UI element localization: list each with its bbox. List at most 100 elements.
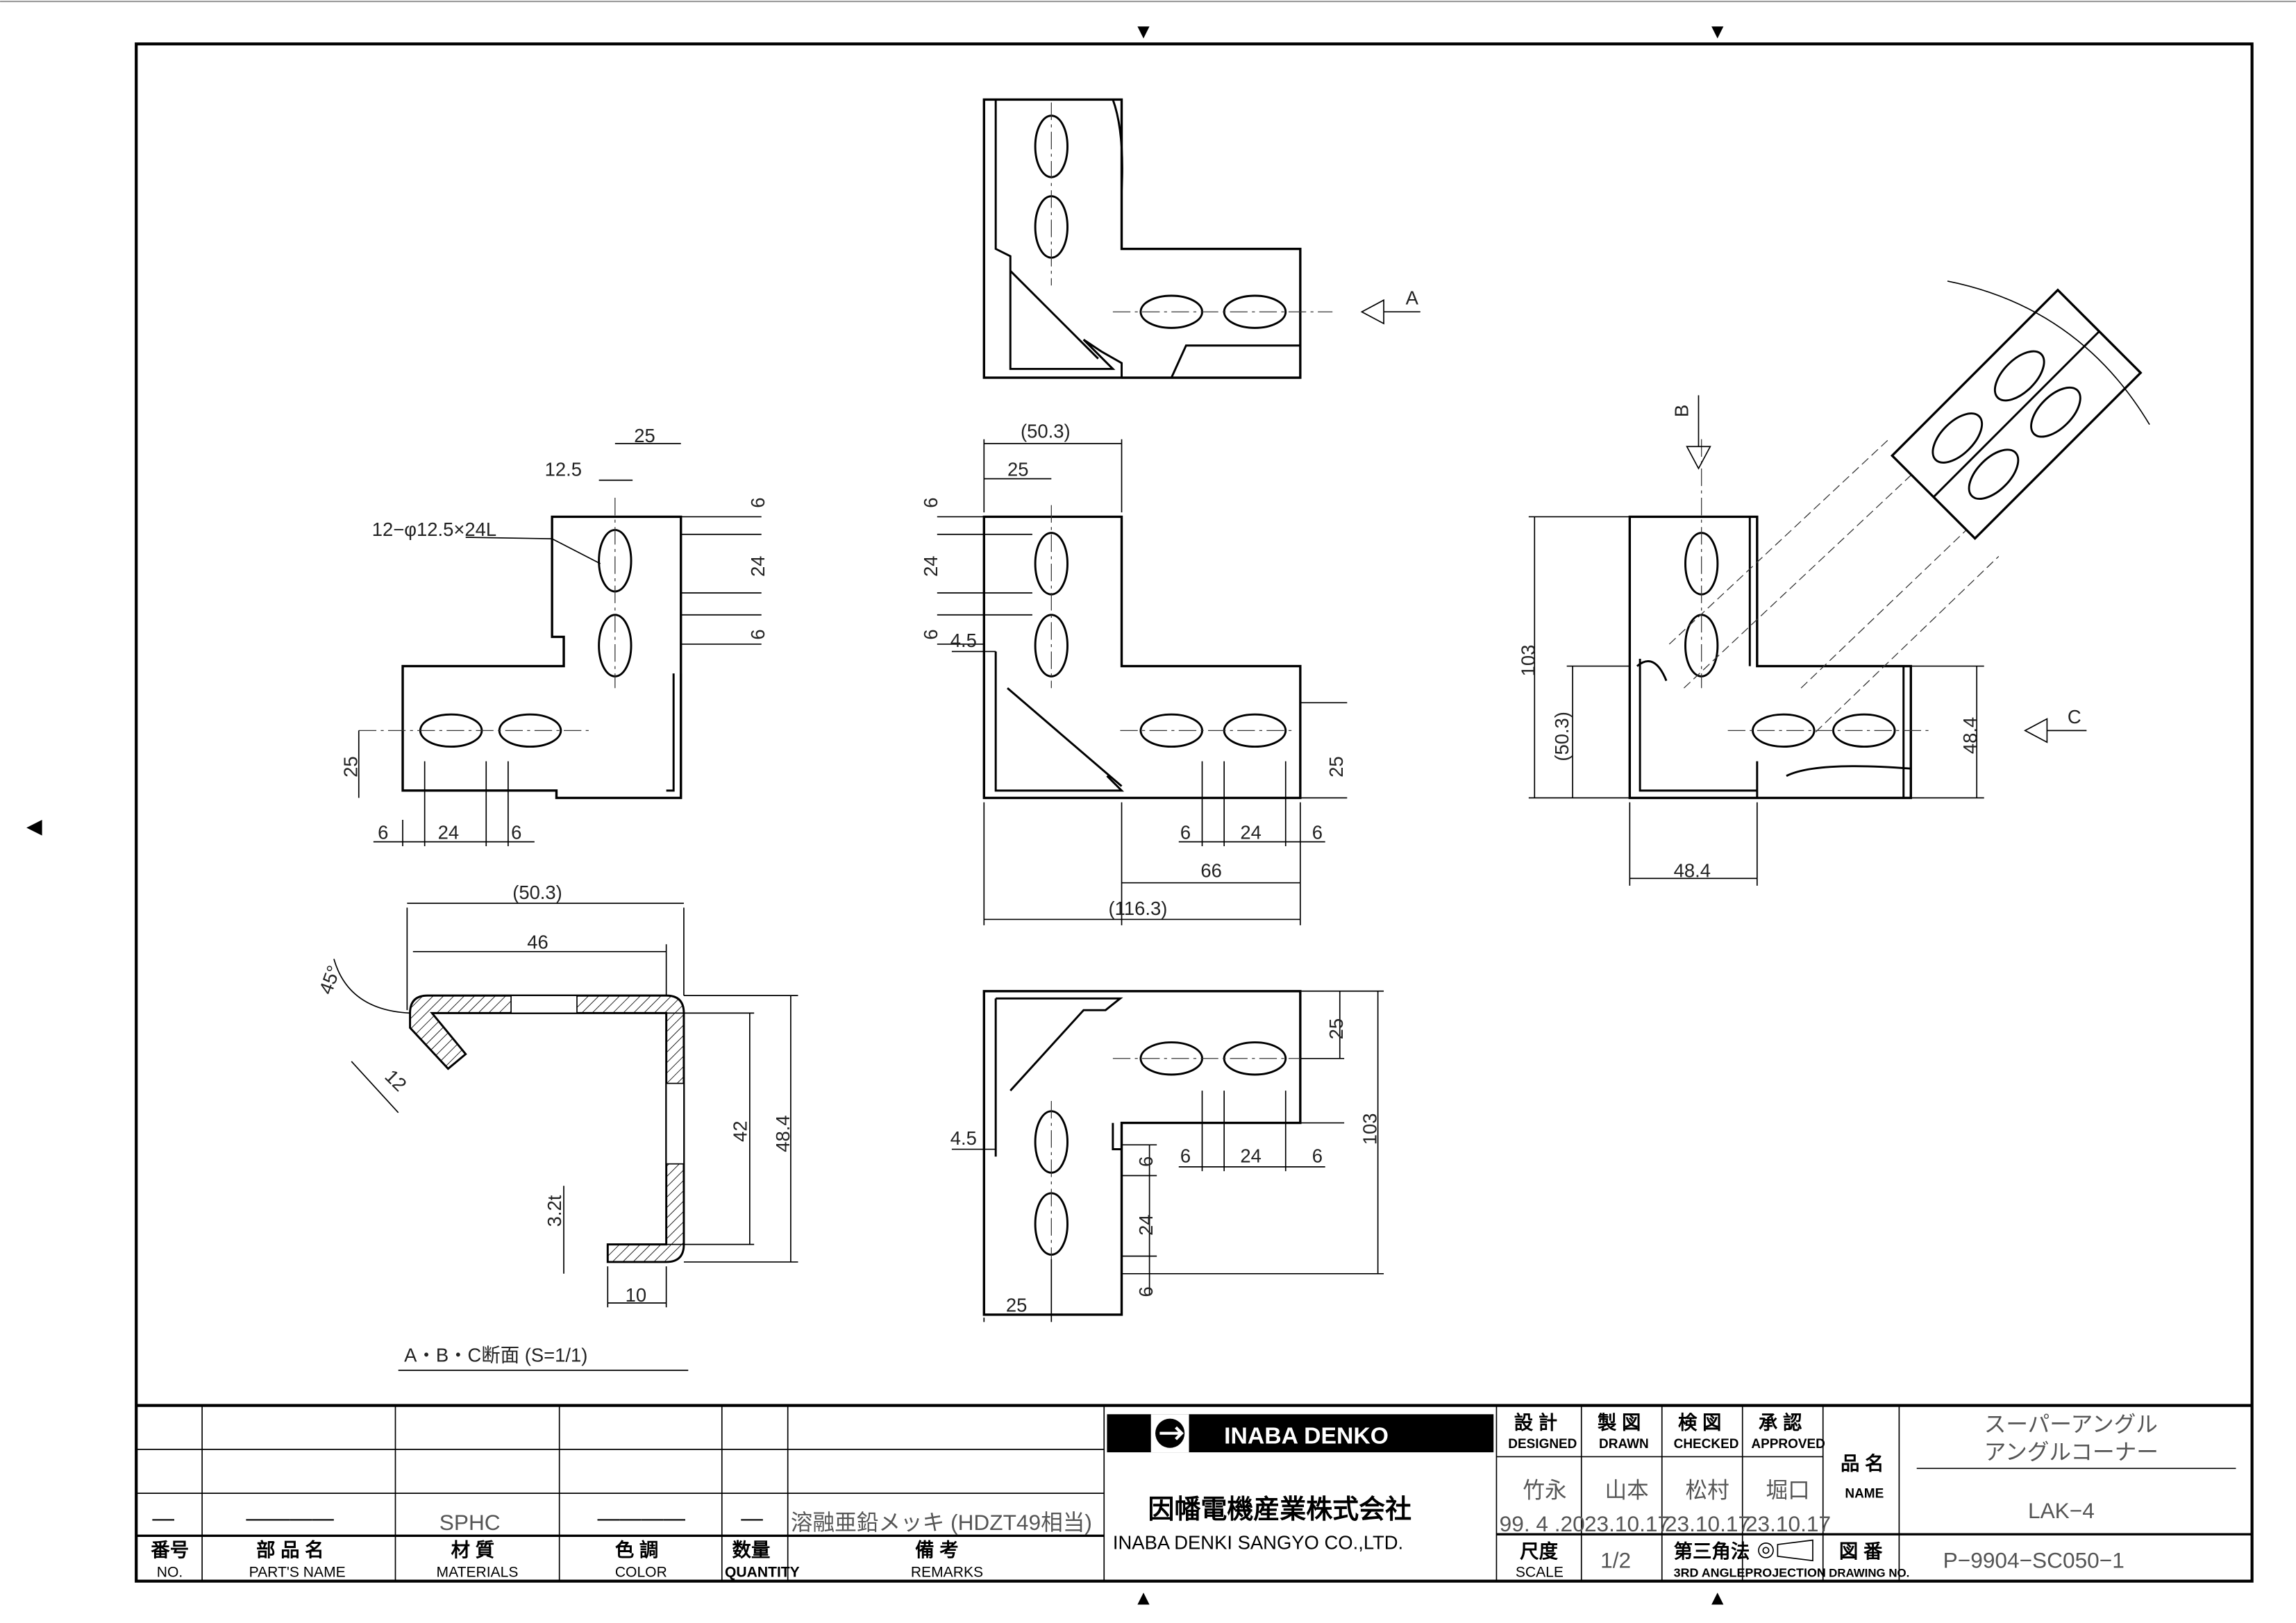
header-part-name-en: PART'S NAME [249,1564,346,1580]
header-remarks-en: REMARKS [911,1564,983,1580]
dim-label: 103 [1359,1113,1380,1145]
dim-label: 6 [747,498,769,508]
section-c-label: C [2068,706,2081,728]
drawn-label: 製 図 [1598,1411,1641,1433]
top-view: A [982,98,1421,379]
left-view: 25 12.5 12−φ12.5×24L 6 24 6 25 6 24 6 [340,425,769,846]
cell-material: SPHC [439,1510,501,1535]
dim-label: 10 [626,1284,646,1306]
header-remarks: 備 考 [915,1539,958,1561]
header-materials: 材 質 [451,1539,494,1561]
header-materials-en: MATERIALS [437,1564,519,1580]
designed-label-en: DESIGNED [1508,1437,1577,1452]
product-block: 品 名 NAME スーパーアングル アングルコーナー LAK−4 [1841,1412,2159,1523]
drawing-no-label-en: DRAWING NO. [1829,1566,1909,1579]
dim-label: 4.5 [950,630,977,651]
dim-label: (50.3) [1021,421,1071,442]
approved-by: 堀口 [1766,1477,1809,1502]
designed-by: 竹永 [1523,1477,1566,1502]
dim-label: 4.5 [950,1127,977,1149]
center-marker-bottom: ▲ [1133,1586,1153,1609]
checked-label-en: CHECKED [1674,1437,1739,1452]
dim-label: 12 [380,1066,410,1095]
approvals: 設 計 DESIGNED 竹永 99. 4 .20 製 図 DRAWN 山本 2… [1500,1411,1831,1536]
designed-date: 99. 4 .20 [1500,1511,1585,1536]
designed-label: 設 計 [1514,1411,1557,1433]
checked-label: 検 図 [1678,1411,1721,1433]
dim-label: 6 [1180,1145,1191,1167]
drawn-by: 山本 [1604,1477,1648,1502]
dim-label: (116.3) [1109,898,1168,919]
dim-label: 24 [747,555,769,576]
product-name-line1: スーパーアングル [1984,1412,2158,1437]
product-name-line2: アングルコーナー [1984,1440,2159,1465]
dim-label: 24 [1240,1145,1261,1167]
drawing-info: 尺度 SCALE 1/2 第三角法 3RD ANGLEPROJECTION 図 … [1516,1539,2125,1580]
projection-label-en: 3RD ANGLEPROJECTION [1674,1565,1826,1579]
section-b-label: B [1671,405,1693,417]
dim-label: 25 [1007,458,1028,480]
dim-label: 48.4 [1674,859,1711,881]
company-name-en: INABA DENKI SANGYO CO.,LTD. [1113,1531,1403,1553]
front-view: (50.3) 25 6 24 6 4.5 25 6 24 6 66 (116.3… [920,421,1348,925]
cell-no: — [152,1506,174,1531]
dim-label: 6 [1312,821,1323,843]
cell-color: ———— [598,1506,686,1531]
dim-label: 24 [1240,821,1261,843]
dim-label: 6 [920,629,941,639]
drawn-label-en: DRAWN [1599,1437,1649,1452]
checked-by: 松村 [1685,1477,1729,1502]
side-view: B 103 (50.3) 48.4 C 48.4 [1517,280,2150,886]
company-name-ja: 因幡電機産業株式会社 [1148,1495,1412,1524]
center-marker-top: ▼ [1707,20,1727,43]
header-color-en: COLOR [615,1564,667,1580]
dim-label: 6 [378,821,388,843]
dim-label: 25 [1325,1018,1347,1039]
company-block: INABA DENKO 因幡電機産業株式会社 INABA DENKI SANGY… [1107,1414,1494,1553]
dim-label: 25 [1325,756,1347,777]
scale-label-en: SCALE [1516,1564,1564,1580]
scale-label: 尺度 [1520,1540,1558,1562]
dim-label: 45° [315,963,344,998]
dim-label: 103 [1517,645,1539,677]
cell-quantity: — [741,1506,763,1531]
dim-label: 42 [730,1121,751,1142]
center-marker-left: ◀ [26,815,42,838]
checked-date: 23.10.17 [1665,1511,1750,1536]
third-angle-projection-icon [1758,1539,1813,1562]
approved-label-en: APPROVED [1751,1437,1825,1452]
dim-label: 6 [1180,821,1191,843]
dim-label: (50.3) [1551,712,1573,762]
dim-label: 6 [747,629,769,639]
drawing-border [135,42,2254,1583]
company-logo-text: INABA DENKO [1224,1422,1389,1449]
center-marker-bottom: ▲ [1707,1586,1727,1609]
section-title: A・B・C断面 (S=1/1) [404,1344,587,1365]
approved-date: 23.10.17 [1745,1511,1831,1536]
dim-label: 25 [1006,1295,1027,1316]
drawn-date: 23.10.17 [1584,1511,1670,1536]
section-a-label: A [1406,287,1419,309]
bottom-view: 25 4.5 6 24 6 103 6 24 6 25 [950,990,1384,1322]
header-no-en: NO. [157,1564,183,1580]
dim-label: 6 [1135,1157,1157,1167]
drawing-no-label: 図 番 [1839,1540,1883,1562]
dim-label: 6 [920,498,941,508]
dim-label: 48.4 [772,1115,794,1152]
center-marker-top: ▼ [1133,20,1153,43]
dim-label: 6 [511,821,521,843]
dim-label: 6 [1312,1145,1323,1167]
dim-label: 24 [438,821,459,843]
header-no: 番号 [151,1539,189,1561]
scale-value: 1/2 [1600,1548,1631,1573]
header-part-name: 部 品 名 [256,1539,324,1561]
dim-label: 25 [340,756,362,777]
dim-label: 46 [527,932,548,953]
parts-table: — ———— SPHC ———— — 溶融亜鉛メッキ (HDZT49相当) 番号… [151,1506,1092,1581]
dim-label: 66 [1200,859,1221,881]
section-view: (50.3) 46 45° 12 42 48.4 3.2t 10 A・B・C断面… [315,882,798,1371]
dim-label: 25 [634,425,655,446]
title-block: — ———— SPHC ———— — 溶融亜鉛メッキ (HDZT49相当) 番号… [136,1404,2252,1581]
dim-label: (50.3) [512,882,562,903]
